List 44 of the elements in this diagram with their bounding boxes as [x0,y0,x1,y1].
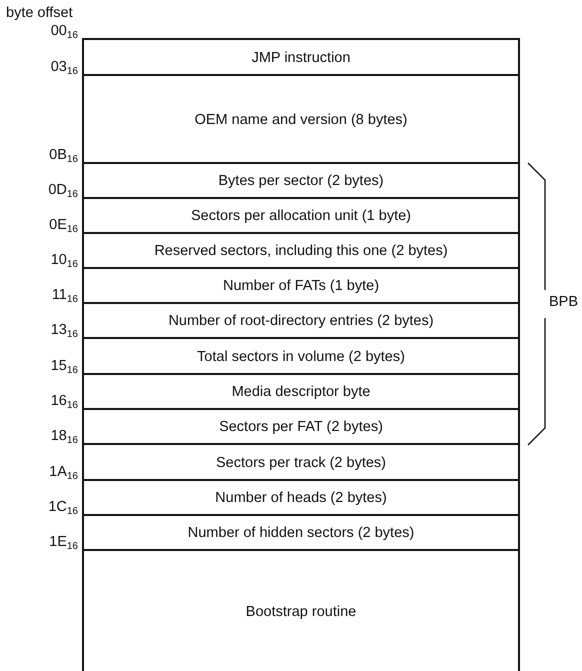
field-description: OEM name and version (8 bytes) [194,112,408,128]
offset-label: 15$_{16}$ [50,358,78,374]
table-row [82,408,520,444]
table-row [82,197,520,233]
offset-label: 00$_{16}$ [50,23,78,39]
offset-label: 0E$_{16}$ [49,217,78,233]
table-row [82,162,520,198]
field-description: Sectors per allocation unit (1 byte) [190,208,412,224]
field-description: Number of heads (2 bytes) [215,490,387,506]
offset-label: 1C$_{16}$ [48,499,78,515]
table-row [82,479,520,515]
field-description: Sectors per track (2 bytes) [216,454,386,470]
field-description: Reserved sectors, including this one (2 bytes) [154,243,448,259]
offset-label: 16$_{16}$ [50,393,78,409]
offset-label: 10$_{16}$ [50,252,78,268]
field-description: Media descriptor byte [232,384,370,400]
offset-label: 1E$_{16}$ [49,534,78,550]
offset-label: 18$_{16}$ [50,428,78,444]
field-description: JMP instruction [252,50,350,66]
bracket-label: BPB [549,294,578,310]
offset-label: 0D$_{16}$ [48,182,78,198]
table-row [82,373,520,409]
offset-label: 13$_{16}$ [50,322,78,338]
table-row [82,74,520,163]
offset-label: 0B$_{16}$ [49,147,78,163]
field-description: Number of FATs (1 byte) [222,278,380,294]
axis-title: byte offset [6,5,73,21]
table-row [82,514,520,550]
field-description: Number of hidden sectors (2 bytes) [188,525,414,541]
table-row [82,443,520,480]
table-row [82,337,520,374]
offset-label: 11$_{16}$ [52,287,78,303]
table-row [82,232,520,268]
field-description: Sectors per FAT (2 bytes) [219,419,383,435]
offset-label: 03$_{16}$ [50,59,78,75]
field-description: Total sectors in volume (2 bytes) [197,348,405,364]
field-description: Bootstrap routine [246,604,356,620]
field-description: Number of root-directory entries (2 bytes) [168,313,434,329]
offset-label: 1A$_{16}$ [49,464,78,480]
table-row [82,302,520,338]
table-row [82,38,520,75]
table-row [82,267,520,303]
table-row [82,549,520,671]
field-description: Bytes per sector (2 bytes) [218,173,384,189]
